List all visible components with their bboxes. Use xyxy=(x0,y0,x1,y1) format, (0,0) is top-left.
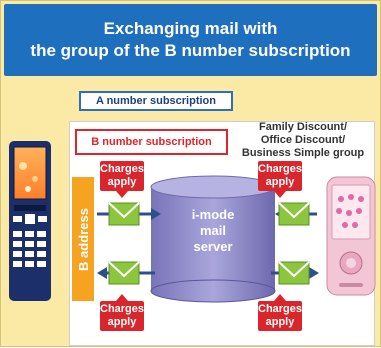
envelope-icon xyxy=(278,202,310,226)
slider-phone-icon xyxy=(326,176,376,296)
b-address-bar: B address xyxy=(72,177,94,301)
charges-line-2: apply xyxy=(107,176,137,188)
b-number-subscription-box: B number subscription xyxy=(75,129,228,155)
charges-line-2: apply xyxy=(265,176,295,188)
title-line-1: Exchanging mail with xyxy=(103,19,278,38)
charges-badge-bottom-right: Charges apply xyxy=(258,294,303,331)
title-banner: Exchanging mail with the group of the B … xyxy=(4,4,377,76)
charges-badge-top-left: Charges apply xyxy=(100,161,145,198)
charges-line-1: Charges xyxy=(100,163,145,175)
server-line-3: server xyxy=(193,239,233,254)
charges-line-1: Charges xyxy=(258,163,303,175)
family-discount-group-label: Family Discount/ Office Discount/ Busine… xyxy=(233,121,373,160)
server-line-1: i-mode xyxy=(191,207,235,222)
server-line-2: mail xyxy=(199,223,226,238)
family-group-line-2: Office Discount/ xyxy=(260,134,346,146)
charges-line-1: Charges xyxy=(100,303,145,315)
family-group-line-1: Family Discount/ xyxy=(258,121,348,133)
family-group-line-3: Business Simple group xyxy=(241,147,365,159)
database-cylinder-icon xyxy=(150,175,276,303)
a-number-subscription-box: A number subscription xyxy=(79,91,233,111)
title-line-2: the group of the B number subscription xyxy=(30,41,351,60)
charges-badge-top-right: Charges apply xyxy=(258,161,303,198)
envelope-icon xyxy=(278,261,310,285)
charges-badge-bottom-left: Charges apply xyxy=(100,294,145,331)
server-label: i-mode mail server xyxy=(173,207,253,255)
charges-line-2: apply xyxy=(107,316,137,328)
charges-line-2: apply xyxy=(265,316,295,328)
flip-phone-icon xyxy=(9,141,51,301)
envelope-icon xyxy=(108,261,140,285)
envelope-icon xyxy=(108,202,140,226)
charges-line-1: Charges xyxy=(258,303,303,315)
b-address-label: B address xyxy=(75,207,91,271)
